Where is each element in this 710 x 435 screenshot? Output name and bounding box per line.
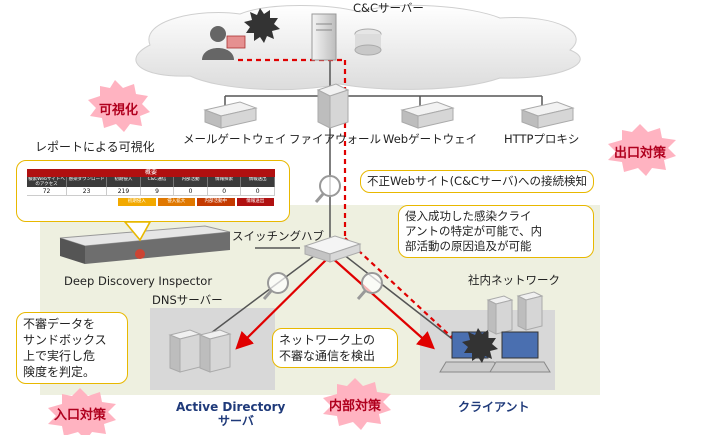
burst-label-visualization: 可視化 (99, 103, 139, 118)
cc-server-icon (311, 13, 382, 61)
report-stage-cell: 情報送出 (236, 198, 274, 206)
magnifier-icon-cc (314, 175, 341, 203)
callout-sandbox-line3: 上で実行し危 (23, 349, 96, 363)
callout-cc-detection: 不正Webサイト(C&Cサーバ)への接続検知 (360, 170, 594, 193)
report-table-stage-row: 初期侵入侵入拡大内部活動中情報送出 (27, 198, 275, 206)
http-proxy-icon (520, 101, 575, 129)
burst-visualization (88, 80, 150, 132)
mail-gateway-icon (203, 101, 258, 129)
magnifier-icon-dns (262, 272, 289, 300)
report-stage-spacer (27, 198, 117, 206)
malware-burst-icon (244, 8, 280, 43)
callout-infected-client-line2: アントの特定が可能で、内 (405, 224, 543, 238)
dns-server-icon (168, 329, 232, 373)
report-stage-cell: 内部活動中 (197, 198, 235, 206)
switching-hub-icon (303, 235, 362, 263)
report-stage-cell: 初期侵入 (118, 198, 156, 206)
report-header-cell: 感染ダウンロード (67, 177, 108, 187)
report-value-cell: 0 (174, 187, 208, 196)
internal-servers-icon (486, 291, 544, 335)
callout-infected-client-line1: 侵入成功した感染クライ (405, 209, 532, 223)
callout-infected-client: 侵入成功した感染クライ アントの特定が可能で、内 部活動の原因追及が可能 (398, 205, 594, 258)
web-gateway-icon (400, 101, 455, 129)
label-active-directory-line2: サーバ (218, 414, 254, 428)
label-internal-network: 社内ネットワーク (468, 273, 560, 287)
callout-sandbox-line1: 不審データを (23, 317, 96, 331)
burst-label-internal-measures: 内部対策 (329, 399, 382, 414)
report-header-cell: 検索Webサイトへのアクセス (27, 177, 68, 187)
callout-sandbox-line4: 険度を判定。 (23, 365, 96, 379)
attacker-icon (202, 26, 246, 60)
report-value-cell: 0 (241, 187, 275, 196)
label-dns-server: DNSサーバー (152, 293, 223, 307)
callout-infected-client-line3: 部活動の原因追及が可能 (405, 239, 532, 253)
report-header-cell: C&C通信 (141, 177, 175, 187)
label-http-proxy: HTTPプロキシ (504, 132, 580, 146)
infection-burst-icon (462, 328, 498, 363)
burst-exit-measures (608, 124, 676, 176)
label-ddi: Deep Discovery Inspector (64, 274, 213, 288)
report-callout-pointer (123, 221, 152, 242)
report-value-cell: 0 (207, 187, 242, 196)
callout-suspicious-traffic: ネットワーク上の 不審な通信を検出 (272, 328, 398, 368)
label-report-visualization: レポートによる可視化 (35, 140, 155, 154)
report-value-cell: 9 (140, 187, 175, 196)
report-header-cell: 情報送出 (241, 177, 275, 187)
client-pc-icon (439, 331, 551, 373)
callout-sandbox: 不審データを サンドボックス 上で実行し危 険度を判定。 (16, 312, 128, 384)
firewall-icon (316, 83, 350, 129)
burst-label-exit-measures: 出口対策 (614, 146, 667, 161)
report-value-cell: 219 (107, 187, 141, 196)
label-switching-hub: スイッチングハブ (232, 229, 324, 243)
label-firewall: ファイアウォール (289, 132, 381, 146)
label-client: クライアント (458, 400, 530, 414)
report-header-cell: 情報探索 (208, 177, 242, 187)
network-links (194, 50, 543, 346)
burst-entry-measures (48, 388, 116, 435)
report-header-cell: 初期侵入 (107, 177, 141, 187)
report-table-title: 概要 (27, 169, 275, 177)
report-stage-cell: 侵入拡大 (157, 198, 195, 206)
report-value-cell: 23 (67, 187, 108, 196)
report-header-cell: 内部活動 (174, 177, 208, 187)
ddi-appliance-icon (59, 225, 231, 264)
callout-suspicious-traffic-line1: ネットワーク上の (279, 333, 376, 347)
report-value-cell: 72 (27, 187, 68, 196)
callout-sandbox-line2: サンドボックス (23, 333, 107, 347)
callout-suspicious-traffic-line2: 不審な通信を検出 (279, 349, 376, 363)
label-active-directory-line1: Active Directory (176, 400, 286, 414)
label-active-directory: Active Directory サーバ (176, 400, 285, 428)
label-web-gateway: Webゲートウェイ (383, 132, 478, 146)
burst-internal-measures (323, 378, 391, 430)
burst-label-entry-measures: 入口対策 (54, 408, 107, 423)
magnifier-icon-client (356, 272, 383, 300)
label-mail-gateway: メールゲートウェイ (183, 132, 287, 146)
label-cc-server: C&Cサーバー (353, 1, 424, 15)
